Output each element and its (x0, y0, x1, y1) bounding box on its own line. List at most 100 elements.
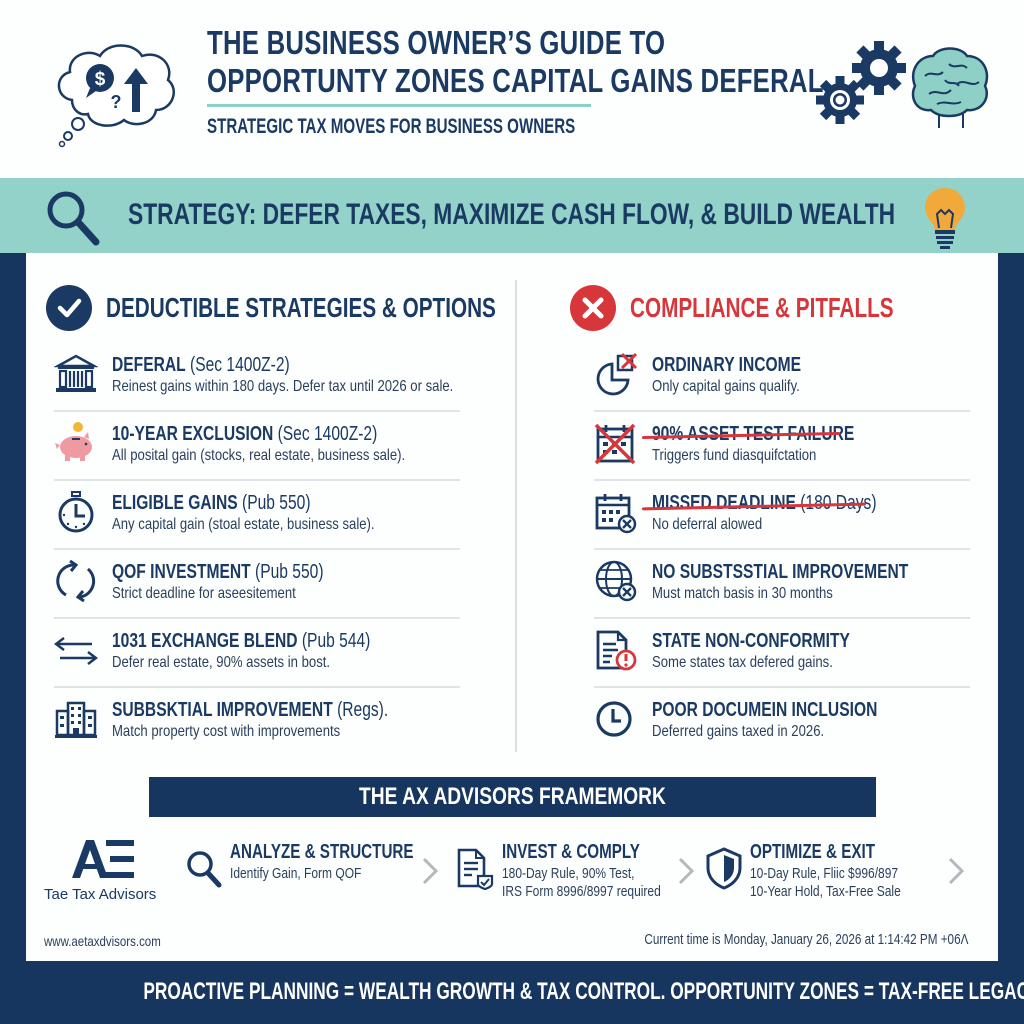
pitfall-item: STATE NON-CONFORMITY Some states tax def… (594, 618, 970, 688)
item-title: ORDINARY INCOME (652, 354, 802, 376)
x-circle-icon (570, 285, 616, 331)
framework-title-bar: THE AX ADVISORS FRAMEMORK (149, 777, 876, 817)
gears-brain-icon (816, 41, 989, 128)
item-ref: (Pub 544) (301, 630, 371, 652)
item-ref: (Sec 1400Z-2) (190, 354, 290, 376)
thought-bubble-icon: $ ? (57, 44, 175, 148)
calendar-x-icon (595, 494, 637, 534)
step-desc-line-2: 10-Year Hold, Tax-Free Sale (750, 883, 901, 900)
item-title: STATE NON-CONFORMITY (652, 630, 850, 652)
item-desc: No deferral alowed (652, 516, 763, 533)
globe-x-icon (595, 560, 637, 602)
item-desc: Triggers fund diasquifctation (652, 447, 817, 464)
step-title: ANALYZE & STRUCTURE (230, 841, 414, 863)
title-block: THE BUSINESS OWNER’S GUIDE TO OPPORTUNTY… (207, 24, 998, 139)
item-ref: (Regs). (337, 699, 389, 721)
item-desc: Strict deadline for aseesitement (112, 585, 296, 602)
strategies-heading-text: DEDUCTIBLE STRATEGIES & OPTIONS (106, 292, 496, 323)
item-ref: (Pub 550) (242, 492, 311, 514)
item-divider (54, 410, 460, 412)
pitfall-item: MISSED DEADLINE (180 Days) No deferral a… (594, 480, 970, 550)
page-title-line-2: OPPORTUNTY ZONES CAPITAL GAINS DEFERAL (207, 62, 824, 99)
company-logo: Tae Tax Advisors (44, 838, 164, 908)
item-ref: (Sec 1400Z-2) (277, 423, 378, 445)
item-desc: Defer real estate, 90% assets in bost. (112, 654, 331, 671)
item-title: POOR DOCUMEIN INCLUSION (652, 699, 878, 721)
strategy-item: 10-YEAR EXCLUSION (Sec 1400Z-2) All posi… (54, 411, 460, 481)
footer-tagline: PROACTIVE PLANNING = WEALTH GROWTH & TAX… (143, 978, 1024, 1005)
cycle-arrows-icon (56, 559, 96, 603)
content-panel (26, 253, 998, 961)
item-divider (594, 479, 970, 481)
document-alert-icon (596, 630, 637, 671)
item-desc: Reinest gains within 180 days. Defer tax… (112, 378, 454, 395)
item-divider (594, 410, 970, 412)
item-divider (594, 617, 970, 619)
chevron-right-icon (422, 857, 439, 885)
column-divider (515, 280, 517, 752)
item-desc: Some states tax defered gains. (652, 654, 833, 671)
item-divider (594, 686, 970, 688)
item-title: ELIGIBLE GAINS (112, 492, 238, 514)
framework-title: THE AX ADVISORS FRAMEMORK (359, 783, 666, 810)
item-divider (594, 548, 970, 550)
step-desc-line-2: IRS Form 8996/8997 required (502, 883, 661, 900)
framework-step-optimize: OPTIMIZE & EXIT 10-Day Rule, Fliic $996/… (704, 838, 934, 908)
item-title: NO SUBSTSSTIAL IMPROVEMENT (652, 561, 909, 583)
item-desc: Deferred gains taxed in 2026. (652, 723, 825, 740)
magnifier-icon (47, 191, 100, 246)
title-underline (207, 104, 591, 107)
strategy-item: QOF INVESTMENT (Pub 550) Strict deadline… (54, 549, 460, 619)
strategy-text: STRATEGY: DEFER TAXES, MAXIMIZE CASH FLO… (128, 198, 896, 231)
item-desc: Must match basis in 30 months (652, 585, 833, 602)
item-ref: (Pub 550) (255, 561, 324, 583)
pitfall-item: 90% ASSET TEST FAILURE Triggers fund dia… (594, 411, 970, 481)
pitfall-item: POOR DOCUMEIN INCLUSION Deferred gains t… (594, 687, 970, 755)
document-check-icon (457, 848, 494, 890)
item-title: 10-YEAR EXCLUSION (112, 423, 274, 445)
framework-step-invest: INVEST & COMPLY 180-Day Rule, 90% Test, … (456, 838, 676, 908)
page-subtitle: STRATEGIC TAX MOVES FOR BUSINESS OWNERS (207, 115, 576, 138)
lightbulb-icon (925, 188, 965, 249)
search-icon (187, 851, 222, 888)
item-desc: Any capital gain (stoal estate, business… (112, 516, 375, 533)
ae-logo-mark-icon (72, 840, 134, 878)
item-desc: All posital gain (stocks, real estate, b… (112, 447, 406, 464)
pitfalls-heading: COMPLIANCE & PITFALLS (570, 285, 986, 331)
item-title: DEFERAL (112, 354, 186, 376)
pitfalls-heading-text: COMPLIANCE & PITFALLS (630, 292, 894, 323)
shield-icon (706, 847, 742, 890)
strategy-item: DEFERAL (Sec 1400Z-2) Reinest gains with… (54, 342, 460, 412)
strategy-item: SUBBSKTIAL IMPROVEMENT (Regs). Match pro… (54, 687, 460, 755)
strategies-heading: DEDUCTIBLE STRATEGIES & OPTIONS (46, 285, 633, 331)
step-title: OPTIMIZE & EXIT (750, 841, 875, 863)
bank-building-icon (54, 354, 98, 392)
step-desc-line-1: Identify Gain, Form QOF (230, 865, 362, 882)
office-building-icon (55, 701, 97, 738)
piggy-bank-icon (55, 422, 92, 461)
strategy-item: ELIGIBLE GAINS (Pub 550) Any capital gai… (54, 480, 460, 550)
chevron-right-icon (678, 857, 695, 885)
clock-icon (596, 701, 632, 737)
item-divider (54, 617, 460, 619)
item-divider (54, 479, 460, 481)
stopwatch-icon (58, 491, 94, 533)
exchange-arrows-icon (54, 637, 98, 665)
step-desc-line-1: 10-Day Rule, Fliic $996/897 (750, 865, 899, 882)
item-divider (54, 686, 460, 688)
website-link[interactable]: www.aetaxdvisors.com (44, 933, 161, 949)
strategy-item: 1031 EXCHANGE BLEND (Pub 544) Defer real… (54, 618, 460, 688)
calendar-crossed-icon (594, 423, 636, 465)
item-divider (54, 548, 460, 550)
page-title-line-1: THE BUSINESS OWNER’S GUIDE TO (207, 24, 666, 61)
framework-step-analyze: ANALYZE & STRUCTURE Identify Gain, Form … (184, 838, 414, 908)
item-desc: Only capital gains qualify. (652, 378, 800, 395)
header: $ ? THE BUSINESS OWNER’S GUIDE TO OPPORT… (0, 0, 1024, 178)
step-desc-line-1: 180-Day Rule, 90% Test, (502, 865, 635, 882)
chevron-right-icon (948, 857, 965, 885)
svg-text:$: $ (95, 69, 106, 90)
item-title: QOF INVESTMENT (112, 561, 251, 583)
item-title: SUBBSKTIAL IMPROVEMENT (112, 699, 333, 721)
strategy-banner: STRATEGY: DEFER TAXES, MAXIMIZE CASH FLO… (0, 178, 1024, 253)
item-desc: Match property cost with improvements (112, 723, 341, 740)
